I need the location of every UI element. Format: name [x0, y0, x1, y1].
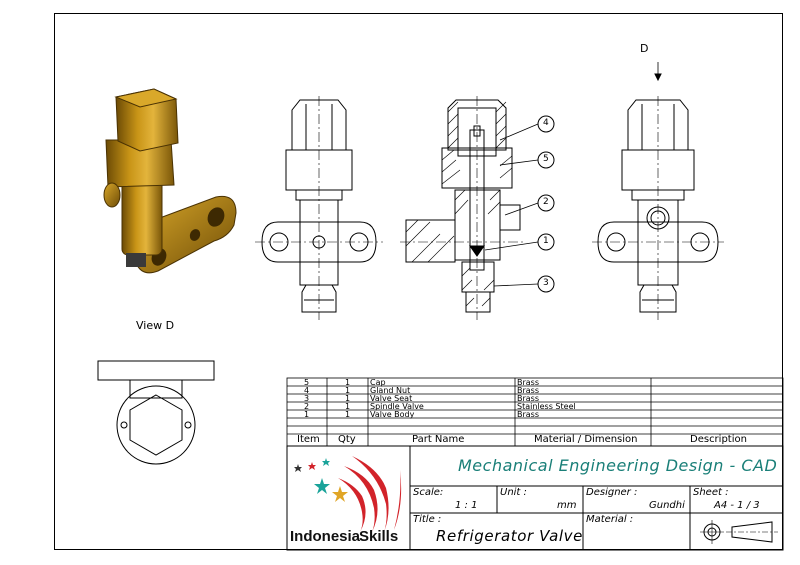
isometric-valve-render — [103, 88, 237, 274]
row-qty: 1 — [345, 410, 351, 419]
header-material: Material / Dimension — [534, 434, 638, 445]
row-part-name: Cap — [370, 378, 386, 387]
material-label: Material : — [586, 514, 634, 525]
row-qty: 1 — [345, 394, 351, 403]
designer-value: Gundhi — [649, 500, 685, 511]
balloon-4 — [537, 115, 555, 133]
row-item: 4 — [304, 386, 310, 395]
balloon-1 — [537, 233, 555, 251]
row-qty: 1 — [345, 402, 351, 411]
row-material: Stainless Steel — [517, 402, 576, 411]
section-view — [400, 96, 555, 320]
row-part-name: Valve Seat — [370, 394, 413, 403]
sheet-value: A4 - 1 / 3 — [714, 500, 760, 511]
balloon-5 — [537, 151, 555, 169]
projection-symbol-icon — [700, 520, 778, 544]
header-part-name: Part Name — [412, 434, 465, 445]
row-item: 5 — [304, 378, 310, 387]
scale-value: 1 : 1 — [455, 500, 478, 511]
balloon-3 — [537, 275, 555, 293]
balloon-number: 4 — [543, 118, 549, 128]
indonesia-skills-logo-icon — [294, 456, 402, 532]
row-part-name: Valve Body — [370, 410, 415, 419]
header-description: Description — [690, 434, 747, 445]
row-item: 3 — [304, 394, 310, 403]
row-material: Brass — [517, 410, 540, 419]
row-qty: 1 — [345, 386, 351, 395]
front-view — [255, 96, 383, 320]
balloon-number: 5 — [543, 154, 549, 164]
side-view — [592, 62, 724, 320]
row-item: 1 — [304, 410, 310, 419]
row-part-name: Gland Nut — [370, 386, 411, 395]
unit-value: mm — [557, 500, 577, 511]
balloon-number: 1 — [543, 236, 549, 246]
row-part-name: Spindle Valve — [370, 402, 424, 411]
title-block-grid — [286, 445, 784, 551]
balloon-2 — [537, 194, 555, 212]
row-item: 2 — [304, 402, 310, 411]
balloon-number: 2 — [543, 197, 549, 207]
view-d-label: View D — [136, 319, 175, 332]
header-qty: Qty — [338, 434, 356, 445]
unit-label: Unit : — [500, 487, 527, 498]
row-material: Brass — [517, 378, 540, 387]
row-qty: 1 — [345, 378, 351, 387]
scale-label: Scale: — [413, 487, 444, 498]
header-item: Item — [297, 434, 320, 445]
row-material: Brass — [517, 394, 540, 403]
view-direction-label: D — [640, 42, 649, 55]
row-material: Brass — [517, 386, 540, 395]
view-d — [97, 360, 215, 465]
logo-text-indonesia: Indonesia — [290, 528, 361, 545]
balloon-number: 3 — [543, 278, 549, 288]
logo-text-skills: Skills — [359, 528, 399, 545]
title-label: Title : — [413, 514, 442, 525]
drawing-heading: Mechanical Engineering Design - CAD — [458, 456, 778, 475]
part-title: Refrigerator Valve — [436, 527, 583, 545]
sheet-label: Sheet : — [693, 487, 729, 498]
designer-label: Designer : — [586, 487, 638, 498]
